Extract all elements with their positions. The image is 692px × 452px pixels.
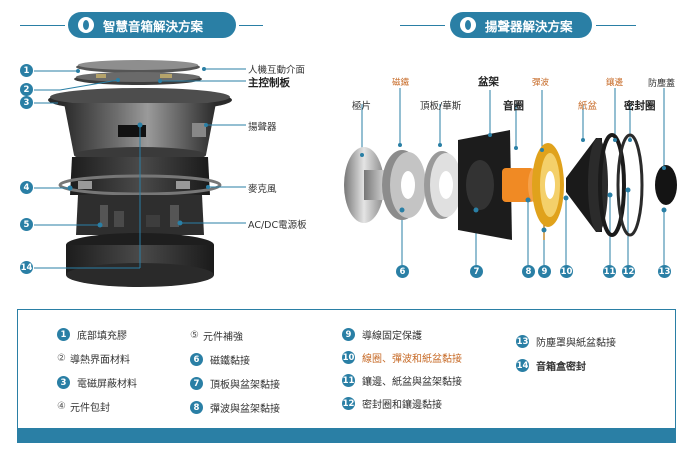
label-magnet: 磁鐵 [392, 78, 410, 88]
header-left-line-2 [239, 25, 263, 26]
marker-5: 5 [20, 218, 33, 231]
marker-9: 9 [538, 265, 551, 278]
gasket [616, 133, 644, 237]
marker-8: 8 [522, 265, 535, 278]
marker-6: 6 [396, 265, 409, 278]
header-speaker: 揚聲器解決方案 [450, 12, 592, 38]
marker-14: 14 [20, 261, 33, 274]
header-smart-speaker: 智慧音箱解決方案 [68, 12, 236, 38]
marker-1: 1 [20, 64, 33, 77]
label-top-plate: 頂板/華斯 [420, 101, 462, 112]
dust-cap [655, 165, 677, 205]
label-spider: 彈波 [532, 78, 550, 88]
label-mic: 麥克風 [248, 184, 277, 195]
magnet [382, 150, 426, 220]
label-acdc: AC/DC電源板 [248, 220, 307, 231]
smart-speaker-diagram [34, 60, 246, 287]
marker-3: 3 [20, 96, 33, 109]
frame [458, 130, 512, 240]
main-board [74, 72, 202, 85]
speaker-unit [48, 88, 232, 163]
header-right-title: 揚聲器解決方案 [485, 18, 573, 34]
marker-2: 2 [20, 83, 33, 96]
label-frame: 盆架 [478, 76, 499, 88]
label-surround: 鑲邊 [606, 78, 624, 88]
label-pole: 極片 [352, 101, 372, 112]
surround [598, 133, 626, 237]
header-right-line [400, 25, 445, 26]
legend-box [17, 309, 676, 429]
label-dust-cap: 防塵蓋 [648, 79, 676, 89]
header-left-title: 智慧音箱解決方案 [103, 18, 204, 34]
marker-12: 12 [622, 265, 635, 278]
brand-logo-icon [78, 17, 94, 33]
label-speaker: 揚聲器 [248, 122, 277, 133]
header-left-line [20, 25, 65, 26]
marker-4: 4 [20, 181, 33, 194]
spider [532, 143, 564, 240]
label-voice-coil: 音圈 [503, 100, 524, 112]
marker-7: 7 [470, 265, 483, 278]
marker-10: 10 [560, 265, 573, 278]
label-hmi: 人機互動介面 [248, 65, 306, 76]
label-gasket: 密封圈 [624, 100, 656, 112]
top-plate [424, 151, 462, 219]
header-right-line-2 [596, 25, 636, 26]
brand-logo-icon [460, 17, 476, 33]
label-main-board: 主控制板 [248, 77, 290, 89]
marker-13: 13 [658, 265, 671, 278]
footer-bar [17, 429, 676, 443]
hmi-panel [76, 60, 200, 73]
label-cone: 紙盆 [578, 101, 598, 112]
marker-11: 11 [603, 265, 616, 278]
speaker-exploded-diagram [344, 88, 677, 265]
